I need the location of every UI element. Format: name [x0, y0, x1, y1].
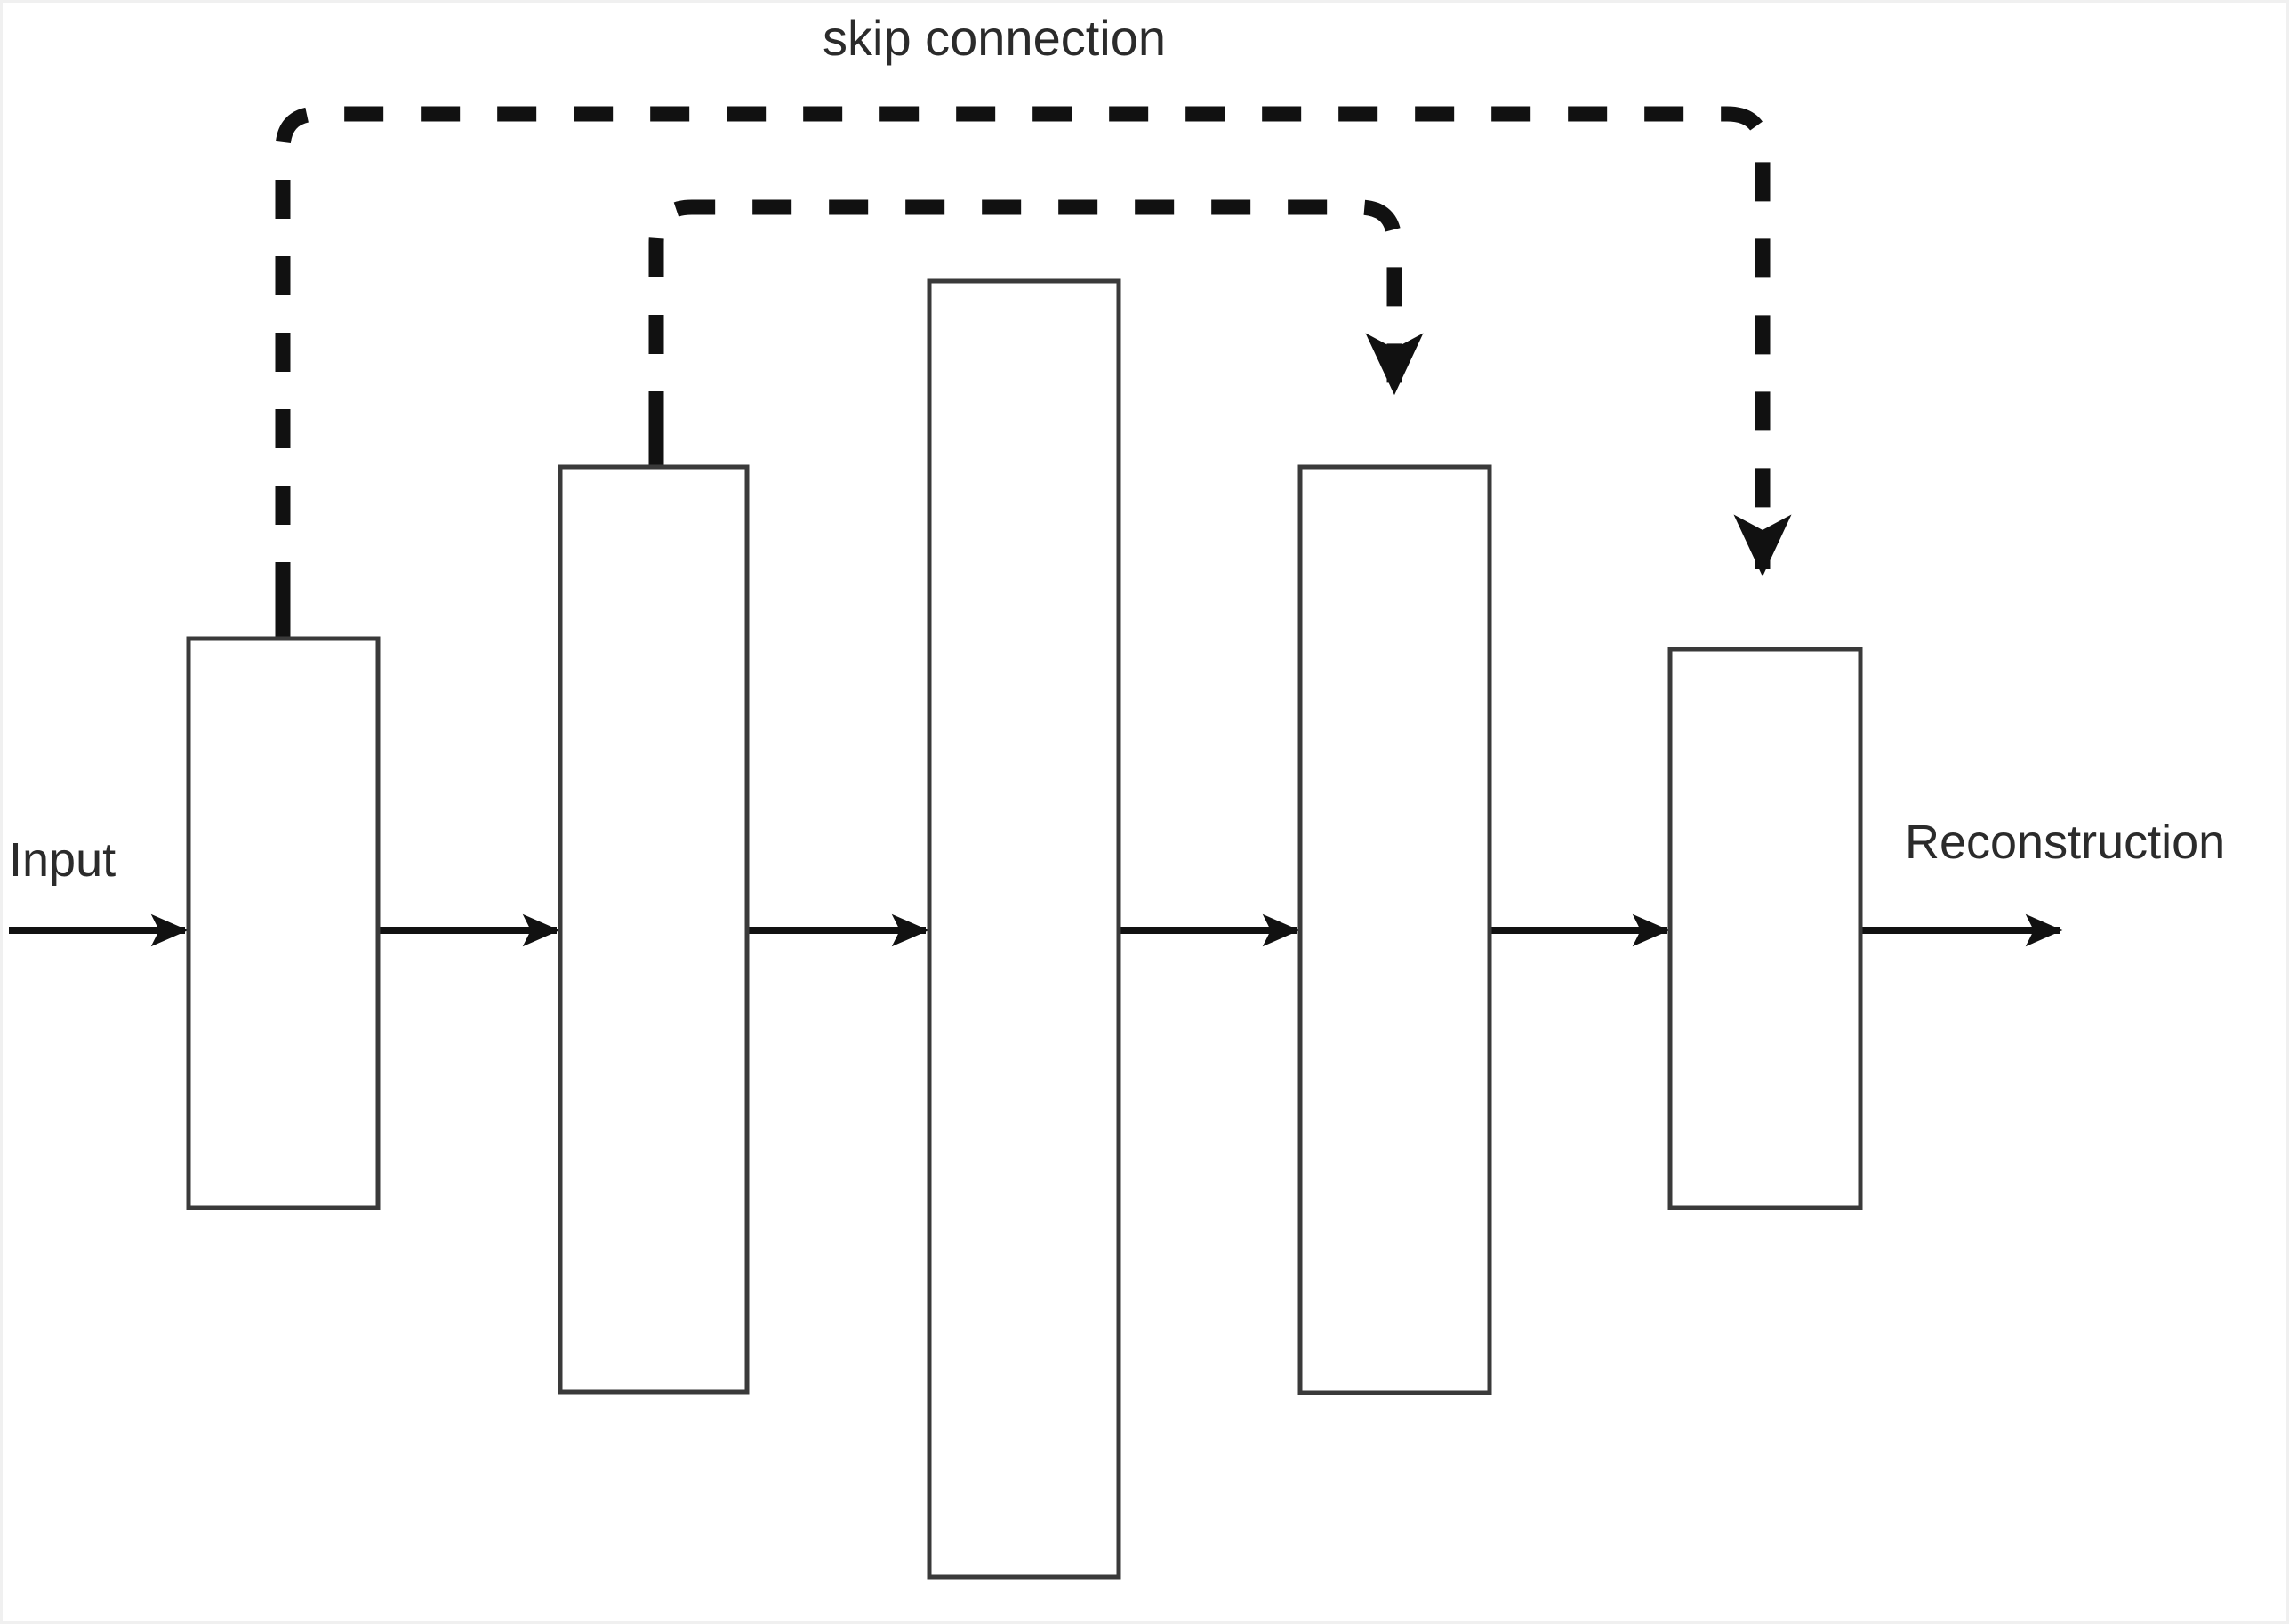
reconstruction-label: Reconstruction	[1905, 816, 2225, 869]
layer-boxes	[186, 278, 1863, 1580]
skip-inner-path	[648, 199, 1424, 430]
layer-box-encoder-layer-1[interactable]	[186, 636, 381, 1210]
layer-box-encoder-layer-2[interactable]	[558, 464, 750, 1395]
input-label: Input	[9, 833, 116, 887]
skip-outer-path	[275, 106, 1792, 601]
skip-connection-inner	[648, 199, 1424, 467]
skip-connection-outer	[275, 106, 1792, 639]
layer-box-decoder-layer-1[interactable]	[1297, 464, 1492, 1395]
skip-connection-label: skip connection	[823, 10, 1166, 66]
layer-box-decoder-layer-2[interactable]	[1667, 647, 1863, 1210]
layer-box-bottleneck-layer[interactable]	[927, 278, 1121, 1580]
